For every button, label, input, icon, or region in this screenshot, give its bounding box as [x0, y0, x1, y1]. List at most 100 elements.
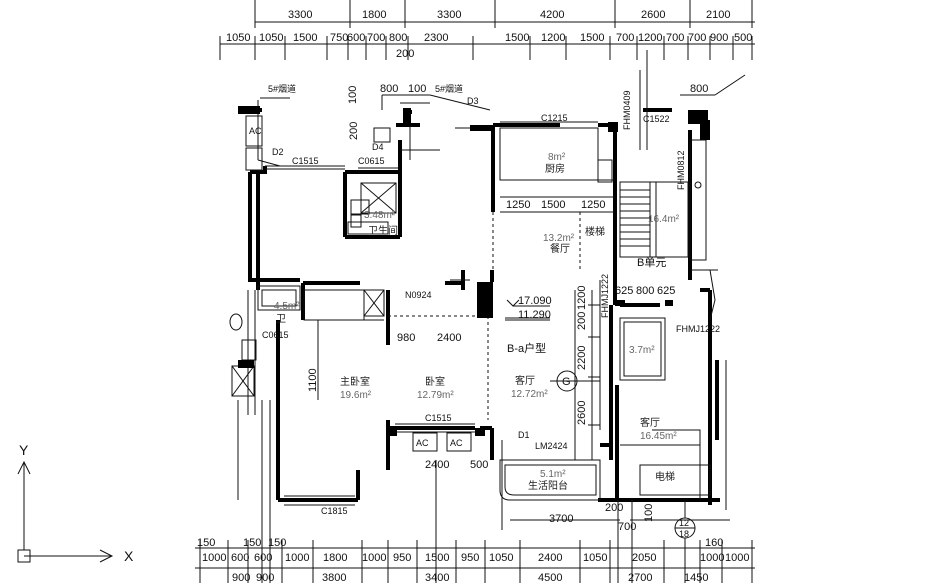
dim-2600: 2600 — [576, 401, 588, 425]
top-dim2-12: 700 — [616, 32, 634, 44]
top-dim2-13: 1200 — [638, 32, 662, 44]
top-dim2-16: 900 — [710, 32, 728, 44]
room-name-master-bedroom: 主卧室 — [340, 375, 370, 388]
room-area-living-2: 16.45m² — [640, 431, 677, 442]
unit-type-label: B-a户型 — [507, 341, 546, 355]
bottom-dim1-1: 150 — [197, 537, 215, 549]
top-dim2-1: 1050 — [226, 32, 250, 44]
door-lm2424: LM2424 — [535, 441, 568, 451]
bottom-dim2-14: 1000 — [700, 552, 724, 564]
bottom-dim2-12: 1050 — [583, 552, 607, 564]
room-area-kitchen: 8m² — [548, 152, 566, 163]
top-dimension-chain — [219, 0, 755, 60]
bottom-dim2-6: 1000 — [362, 552, 386, 564]
top-dim-5: 2600 — [641, 9, 665, 21]
top-dim-2: 1800 — [362, 9, 386, 21]
top-dim2-17: 500 — [734, 32, 752, 44]
axis-y-label: Y — [19, 442, 29, 458]
top-dim-extra: 200 — [396, 48, 414, 60]
room-area-bath: 3.48m² — [364, 210, 396, 221]
dim-1100: 1100 — [307, 368, 319, 392]
room-area-wc: 4.5m² — [274, 301, 300, 312]
top-dim2-9: 1500 — [505, 32, 529, 44]
dim-1200: 1200 — [576, 286, 588, 310]
bottom-dim3-1: 900 — [232, 572, 250, 583]
bottom-dim1-4: 160 — [705, 537, 723, 549]
window-c0615-left: C0615 — [262, 330, 289, 340]
top-dim2-2: 1050 — [259, 32, 283, 44]
window-c1522: C1522 — [643, 114, 670, 124]
dim-1500: 1500 — [541, 199, 565, 211]
unit-label: B单元 — [637, 256, 666, 269]
top-dim2-3: 1500 — [293, 32, 317, 44]
room-name-bath: 卫生间 — [368, 224, 398, 237]
dim-2200: 2200 — [576, 346, 588, 370]
room-area-living: 12.72m² — [511, 389, 548, 400]
top-dim2-4: 750 — [330, 32, 348, 44]
dim-200c: 200 — [605, 502, 623, 514]
elevation-top: 17.090 — [518, 295, 552, 307]
fixtures-and-thin-lines — [229, 50, 746, 583]
bottom-dim2-7: 950 — [393, 552, 411, 564]
room-area-master-bedroom: 19.6m² — [340, 390, 372, 401]
dim-500: 500 — [470, 459, 488, 471]
bottom-dim3-6: 2700 — [628, 572, 652, 583]
bottom-dim3-5: 4500 — [538, 572, 562, 583]
dim-980: 980 — [397, 332, 415, 344]
dim-200b: 200 — [576, 312, 588, 330]
bottom-dim3-3: 3800 — [322, 572, 346, 583]
top-dim-3: 3300 — [437, 9, 461, 21]
room-name-living-2: 客厅 — [640, 416, 660, 429]
room-area-stair: 16.4m² — [648, 214, 680, 225]
vent-label-2: 5#烟道 — [435, 83, 463, 94]
room-area-dining: 13.2m² — [543, 233, 575, 244]
top-dim2-14: 700 — [666, 32, 684, 44]
ac-label-1: AC — [416, 438, 429, 448]
bottom-dim2-2: 600 — [231, 552, 249, 564]
door-label-d4: D4 — [372, 142, 384, 152]
window-c1515-bottom: C1515 — [425, 413, 452, 423]
elevation-bottom: 11.290 — [518, 309, 551, 321]
room-name-bedroom: 卧室 — [425, 375, 445, 388]
top-dim2-15: 700 — [688, 32, 706, 44]
bottom-dim2-5: 1800 — [323, 552, 347, 564]
room-name-stair: 楼梯 — [585, 225, 605, 238]
room-area-elevator: 3.7m² — [629, 345, 655, 356]
top-dim-1: 3300 — [288, 9, 312, 21]
room-name-wc: 卫 — [276, 314, 286, 325]
top-dim2-11: 1500 — [580, 32, 604, 44]
door-label-d1: D1 — [518, 430, 530, 440]
bottom-dim2-3: 600 — [254, 552, 272, 564]
dim-625a: 625 — [615, 285, 633, 297]
dim-800c: 800 — [636, 285, 654, 297]
bottom-dim2-8: 1500 — [425, 552, 449, 564]
door-fhmj1222-b: FHMJ1222 — [676, 324, 720, 334]
dim-100c: 100 — [643, 504, 655, 522]
bottom-dim1-3: 150 — [268, 537, 286, 549]
dim-800a: 800 — [380, 83, 398, 95]
dim-800b: 800 — [690, 83, 708, 95]
top-dim2-5: 600 — [347, 32, 365, 44]
dim-1250b: 1250 — [581, 199, 605, 211]
bottom-dim2-13: 2050 — [632, 552, 656, 564]
room-name-kitchen: 厨房 — [545, 162, 565, 175]
window-c1815: C1815 — [321, 506, 348, 516]
top-dim-6: 2100 — [706, 9, 730, 21]
top-dim2-7: 800 — [389, 32, 407, 44]
door-fhm0812: FHM0812 — [676, 150, 686, 190]
door-fhmj1222: FHMJ1222 — [600, 274, 610, 318]
bottom-dim2-10: 1050 — [489, 552, 513, 564]
axis-x-label: X — [124, 548, 134, 564]
bottom-dim3-4: 3400 — [425, 572, 449, 583]
bottom-dim1-2: 150 — [243, 537, 261, 549]
window-c0615: C0615 — [358, 156, 385, 166]
bottom-dim2-1: 1000 — [202, 552, 226, 564]
ac-label-3: AC — [249, 126, 262, 136]
bottom-dimension-chain — [195, 540, 755, 583]
ucs-axis-icon — [17, 460, 114, 563]
window-c1515-top: C1515 — [292, 156, 319, 166]
bottom-dim2-15: 1000 — [725, 552, 749, 564]
top-dim-4: 4200 — [540, 9, 564, 21]
door-label-d2: D2 — [272, 147, 284, 157]
